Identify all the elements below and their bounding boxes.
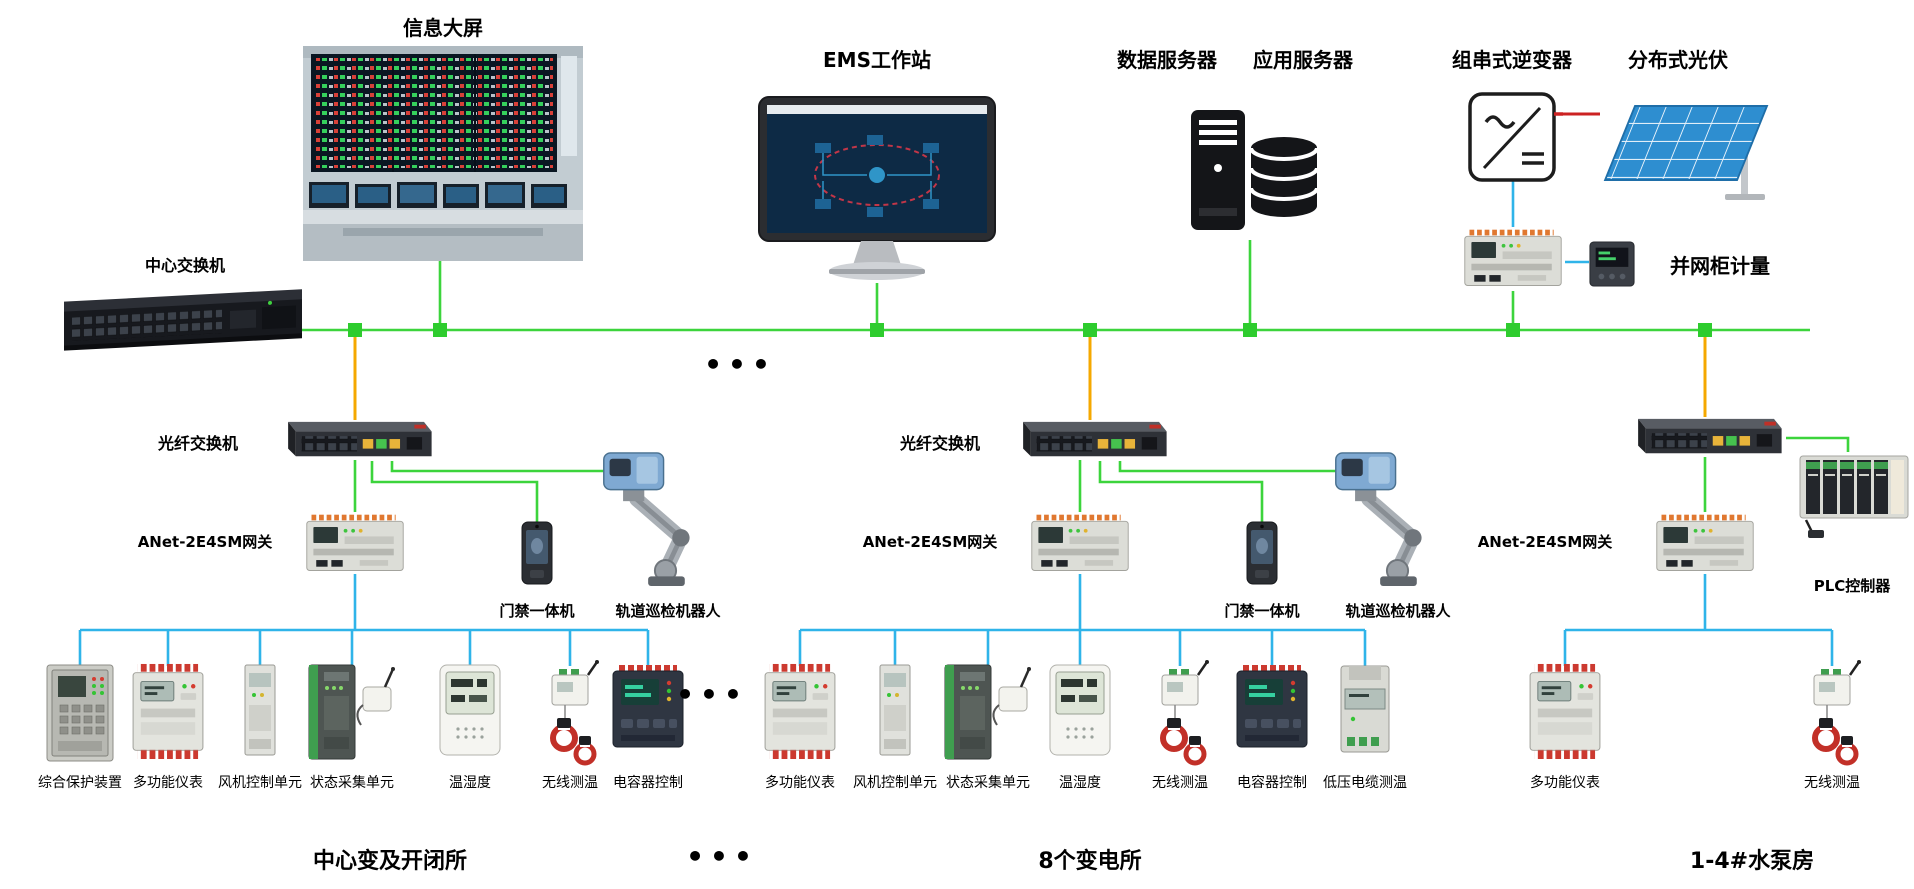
multifunction-meter-icon-b2 xyxy=(763,663,837,760)
device-label: 无线测温 xyxy=(1804,775,1860,791)
backbone-ellipsis: ••• xyxy=(704,348,776,381)
multifunction-meter-icon-b3 xyxy=(1528,663,1602,760)
anet-gateway-icon-b2 xyxy=(1028,512,1132,576)
branch-footer-b1: 中心变及开闭所 xyxy=(312,849,468,874)
string-inverter-icon xyxy=(1466,90,1566,185)
fiber-switch-icon-b2 xyxy=(1013,418,1171,462)
inspection-robot-label-b1: 轨道巡检机器人 xyxy=(615,602,721,620)
core-switch-label: 中心交换机 xyxy=(144,256,226,275)
server-and-database-icon xyxy=(1185,108,1320,243)
device-label: 无线测温 xyxy=(542,775,598,791)
device-row-ellipsis: ••• xyxy=(676,678,748,711)
device-label: 多功能仪表 xyxy=(133,775,203,791)
branch-footer-b3: 1-4#水泵房 xyxy=(1689,849,1815,874)
anet-gateway-label-b1: ANet-2E4SM网关 xyxy=(137,533,273,551)
fan-control-unit-icon-b2 xyxy=(878,663,912,758)
anet-gateway-label-b2: ANet-2E4SM网关 xyxy=(862,533,998,551)
grid-meter-label: 并网柜计量 xyxy=(1670,254,1770,278)
inspection-robot-icon-b2 xyxy=(1330,448,1465,590)
temp-humidity-icon-b1 xyxy=(438,663,502,757)
grid-gateway-icon xyxy=(1461,227,1565,291)
device-label: 电容器控制 xyxy=(1237,775,1307,791)
device-label: 温湿度 xyxy=(449,775,491,791)
fiber-uplink-lines xyxy=(353,330,1707,420)
fiber-switch-label-b1: 光纤交换机 xyxy=(157,434,239,453)
protection-relay-icon xyxy=(45,663,115,763)
app-server-label: 应用服务器 xyxy=(1253,48,1353,72)
access-control-label-b1: 门禁一体机 xyxy=(499,602,575,620)
anet-gateway-icon-b3 xyxy=(1653,512,1757,576)
status-acquisition-icon-b2 xyxy=(943,663,1033,763)
wireless-temp-icon-b2 xyxy=(1145,660,1215,766)
grid-meter-icon xyxy=(1588,240,1636,288)
device-label: 状态采集单元 xyxy=(310,775,394,791)
multifunction-meter-icon-b1 xyxy=(131,663,205,760)
temp-humidity-icon-b2 xyxy=(1048,663,1112,757)
wireless-temp-icon-b1 xyxy=(535,660,605,766)
fiber-switch-label-b2: 光纤交换机 xyxy=(899,434,981,453)
device-label: 状态采集单元 xyxy=(946,775,1030,791)
device-label: 低压电缆测温 xyxy=(1323,775,1407,791)
anet-gateway-icon-b1 xyxy=(303,512,407,576)
device-label: 风机控制单元 xyxy=(853,775,937,791)
device-label: 风机控制单元 xyxy=(218,775,302,791)
core-switch-icon xyxy=(58,282,308,354)
device-label: 电容器控制 xyxy=(613,775,683,791)
access-control-icon-b2 xyxy=(1243,520,1281,588)
device-label: 多功能仪表 xyxy=(1530,775,1600,791)
fan-control-unit-icon-b1 xyxy=(243,663,277,758)
access-control-icon-b1 xyxy=(518,520,556,588)
inspection-robot-label-b2: 轨道巡检机器人 xyxy=(1345,602,1451,620)
plc-controller-icon xyxy=(1798,448,1910,540)
lv-cable-temp-icon-b2 xyxy=(1333,663,1397,755)
big-screen-label: 信息大屏 xyxy=(403,16,483,40)
distributed-pv-label: 分布式光伏 xyxy=(1628,48,1728,72)
footer-ellipsis: ••• xyxy=(686,840,758,873)
status-acquisition-icon-b1 xyxy=(307,663,397,763)
ems-workstation-monitor-icon xyxy=(757,95,997,287)
solar-panel-icon xyxy=(1585,98,1770,210)
anet-gateway-label-b3: ANet-2E4SM网关 xyxy=(1477,533,1613,551)
plc-controller-label: PLC控制器 xyxy=(1813,577,1891,595)
capacitor-control-icon-b2 xyxy=(1233,663,1311,753)
branch-footer-b2: 8个变电所 xyxy=(1038,849,1142,874)
fiber-switch-icon-b1 xyxy=(278,418,436,462)
fiber-switch-icon-b3 xyxy=(1628,415,1786,459)
device-bus-lines xyxy=(78,180,1834,666)
access-control-label-b2: 门禁一体机 xyxy=(1224,602,1300,620)
wireless-temp-icon-b3 xyxy=(1797,660,1867,766)
device-label: 综合保护装置 xyxy=(38,775,122,791)
ethernet-backbone-lines xyxy=(298,240,1850,523)
ems-workstation-label: EMS工作站 xyxy=(823,48,931,72)
data-server-label: 数据服务器 xyxy=(1117,48,1217,72)
inspection-robot-icon-b1 xyxy=(598,448,733,590)
device-label: 无线测温 xyxy=(1152,775,1208,791)
string-inverter-label: 组串式逆变器 xyxy=(1452,48,1572,72)
device-label: 多功能仪表 xyxy=(765,775,835,791)
device-label: 温湿度 xyxy=(1059,775,1101,791)
backbone-nodes xyxy=(348,323,1712,337)
control-room-photo xyxy=(303,46,583,261)
